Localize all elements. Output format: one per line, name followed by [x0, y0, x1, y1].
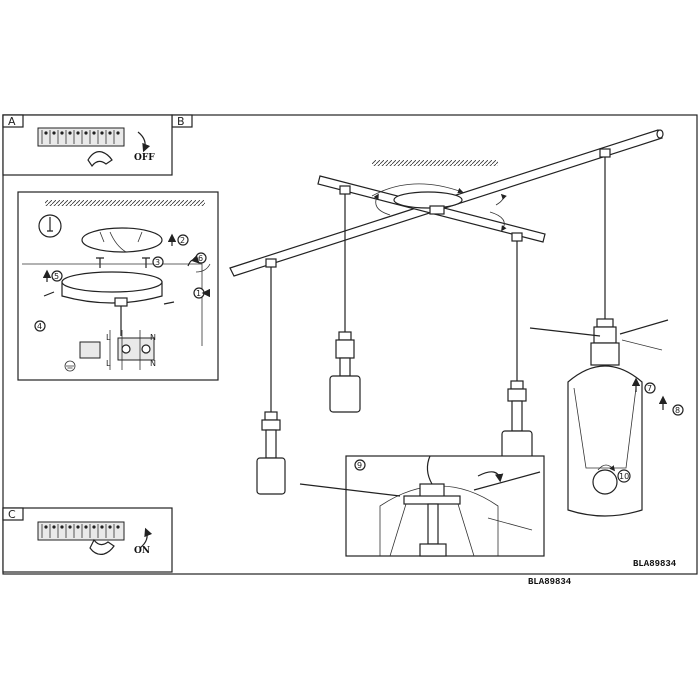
wire-live-label: L — [106, 333, 111, 342]
mount-detail-frame — [17, 191, 219, 381]
detail-9: 9 — [299, 455, 545, 557]
step-4-marker: 4 — [34, 320, 46, 332]
terminal-block-icon — [37, 127, 125, 147]
svg-text:4: 4 — [37, 322, 42, 331]
step-7-marker: 7 — [631, 377, 656, 394]
panel-c: C ON — [2, 507, 173, 573]
svg-text:9: 9 — [357, 461, 362, 470]
panel-a-tab — [2, 114, 24, 128]
wire-live-label-lower: L — [106, 359, 111, 368]
crossbar-assembly — [229, 129, 664, 277]
step-9-marker: 9 — [354, 459, 366, 471]
pendant-2 — [329, 194, 361, 413]
switch-arrow-icon — [137, 131, 151, 153]
bulb — [592, 469, 618, 495]
pendant-4: 7 8 10 — [529, 157, 684, 517]
ceiling-hatch — [45, 200, 205, 206]
step-3-marker: 3 — [152, 256, 164, 268]
step-1-marker: 1 — [193, 287, 210, 299]
hand-icon-c — [89, 538, 115, 555]
svg-text:7: 7 — [647, 384, 652, 393]
svg-text:5: 5 — [54, 272, 59, 281]
svg-text:1: 1 — [196, 289, 201, 298]
pendant-3 — [501, 241, 533, 462]
switch-arrow-icon-c — [139, 527, 153, 549]
mounting-plate — [81, 227, 163, 253]
panel-c-letter: C — [8, 508, 16, 521]
product-code-outer: BLA89834 — [528, 577, 572, 587]
drill-icon — [38, 214, 62, 238]
step-6-marker: 6 — [187, 252, 211, 273]
panel-c-tab — [2, 507, 24, 521]
panel-c-action: ON — [134, 546, 150, 556]
panel-a-letter: A — [8, 115, 16, 128]
screw-icon-right — [163, 301, 175, 305]
svg-text:8: 8 — [675, 406, 680, 415]
svg-text:3: 3 — [155, 258, 160, 267]
detail-9-frame — [345, 455, 545, 557]
svg-text:6: 6 — [198, 254, 203, 263]
panel-a: A OFF — [2, 114, 173, 176]
panel-b-frame — [2, 114, 698, 575]
panel-b-letter: B — [177, 115, 185, 128]
wiring-detail: L N L N — [64, 330, 156, 372]
wire-neutral-label-lower: N — [150, 359, 156, 368]
svg-text:2: 2 — [180, 236, 185, 245]
wire-neutral-label: N — [150, 333, 156, 342]
step-10-marker: 10 — [597, 464, 631, 483]
screw-icon — [96, 257, 150, 268]
panel-a-action: OFF — [134, 153, 155, 163]
center-canopy — [393, 191, 463, 209]
step-8-marker: 8 — [658, 395, 684, 416]
step-2-marker: 2 — [167, 233, 189, 246]
svg-text:10: 10 — [619, 472, 629, 481]
ceiling-mount-detail: L N L N 1 2 3 4 — [17, 191, 219, 381]
screw-icon-left — [43, 291, 55, 297]
hand-icon — [87, 151, 113, 168]
pendant-1 — [256, 267, 286, 495]
ground-icon — [64, 360, 76, 372]
terminal-block-icon-c — [37, 521, 125, 541]
step-5-marker: 5 — [42, 269, 63, 282]
ceiling-hatch-main — [372, 160, 498, 166]
product-code-inner: BLA89834 — [633, 559, 677, 569]
